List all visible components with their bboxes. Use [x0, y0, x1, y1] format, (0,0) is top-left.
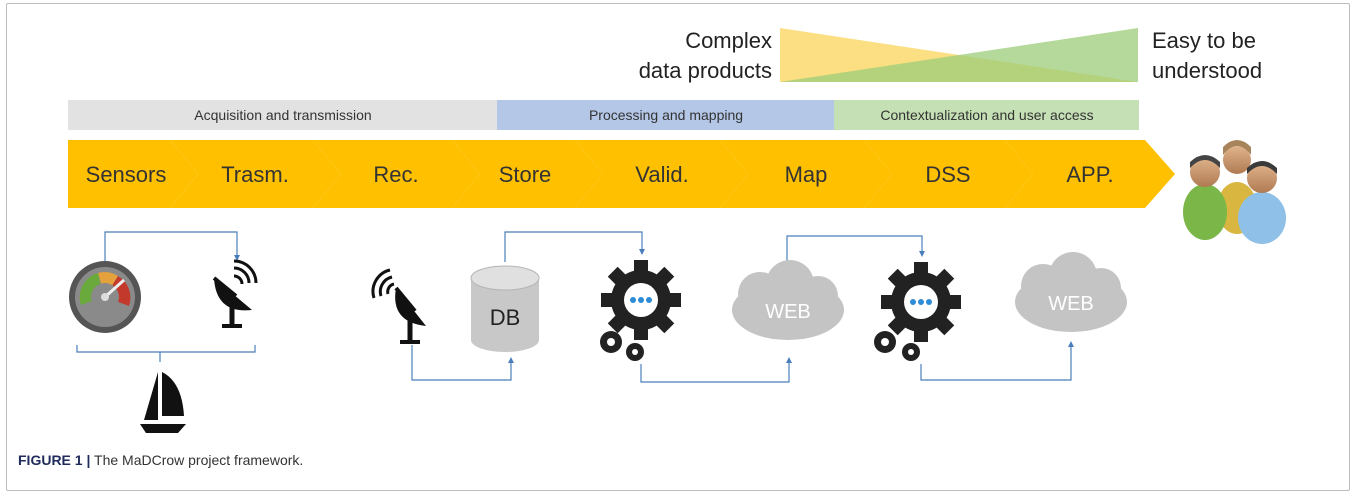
chevron-dss: [864, 140, 1033, 208]
phase-band-processing: [497, 100, 834, 130]
step-map: Map: [785, 162, 828, 187]
step-trasm: Trasm.: [221, 162, 289, 187]
step-dss: DSS: [925, 162, 970, 187]
phase-label-acquisition: Acquisition and transmission: [194, 107, 371, 123]
step-sensors: Sensors: [86, 162, 167, 187]
web-label-2: WEB: [1048, 293, 1094, 315]
chevron-sensors: [68, 140, 198, 208]
figure-frame: [6, 3, 1350, 491]
step-app: APP.: [1066, 162, 1113, 187]
step-rec: Rec.: [373, 162, 418, 187]
satellite-dish-icon: [212, 259, 258, 328]
connectors: [76, 231, 1074, 383]
connector-sensor-to-antenna: [104, 231, 240, 262]
connector-web-to-gears2: [786, 235, 925, 268]
chevron-app: [1005, 140, 1175, 208]
phase-label-contextualization: Contextualization and user access: [880, 107, 1093, 123]
step-valid: Valid.: [635, 162, 688, 187]
gears-icon-2: [874, 262, 961, 361]
phase-label-processing: Processing and mapping: [589, 107, 743, 123]
boat-icon: [140, 372, 186, 433]
chevron-map: [720, 140, 892, 208]
figure-label: FIGURE 1 |: [18, 452, 91, 468]
chevron-store: [452, 140, 603, 208]
chevron-valid: [575, 140, 748, 208]
bracket-sensor-antenna: [76, 345, 256, 353]
cloud-icon: [732, 260, 844, 340]
receiver-dish-icon: [371, 268, 426, 344]
caption-text: The MaDCrow project framework.: [90, 452, 304, 468]
chevron-rec: [313, 140, 480, 208]
database-icon: [470, 265, 540, 352]
users-icon: [1183, 140, 1286, 244]
db-label: DB: [490, 305, 521, 330]
complex-label-line2: data products: [639, 58, 772, 83]
web-label: WEB: [765, 301, 811, 323]
connector-db-to-gears: [504, 231, 645, 262]
cloud-icon-2: [1015, 252, 1127, 332]
easy-label-line1: Easy to be: [1152, 28, 1256, 53]
chevron-pipeline: [68, 140, 1175, 208]
step-store: Store: [499, 162, 552, 187]
gauge-icon: [69, 261, 141, 333]
chevron-trasm: [170, 140, 341, 208]
ease-triangle: [780, 28, 1138, 82]
phase-band-contextualization: [834, 100, 1139, 130]
connector-receiver-to-db: [411, 345, 514, 381]
connector-gears2-to-web: [920, 341, 1074, 381]
tradeoff-triangles: [780, 28, 1138, 82]
phase-band-acquisition: [68, 100, 497, 130]
easy-label-line2: understood: [1152, 58, 1262, 83]
gears-icon: [600, 260, 681, 361]
complex-label-line1: Complex: [685, 28, 772, 53]
connector-gears-to-web: [640, 357, 792, 383]
figure-caption: FIGURE 1 | The MaDCrow project framework…: [18, 452, 303, 468]
